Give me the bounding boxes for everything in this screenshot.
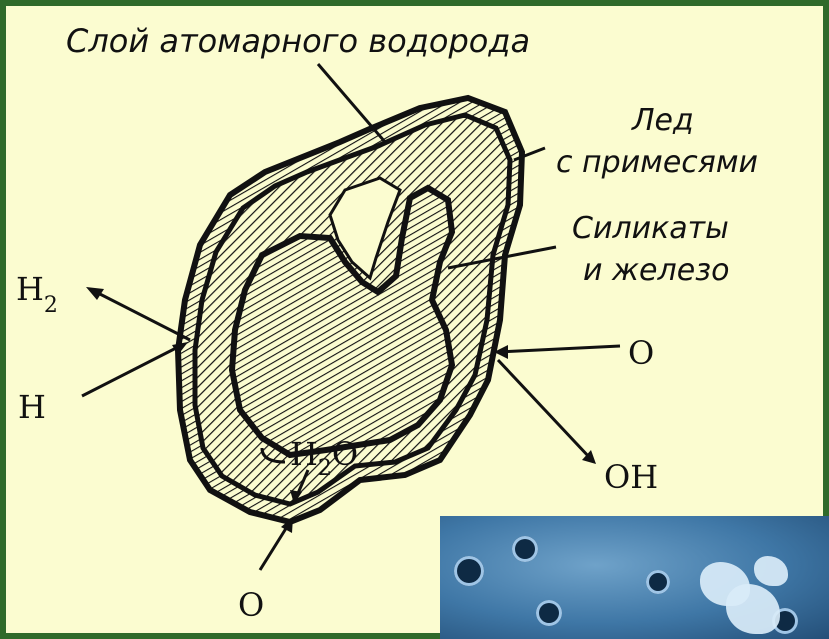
grain-cluster: [754, 556, 788, 586]
pore: [536, 600, 562, 626]
label-atomic-hydrogen: Слой атомарного водорода: [66, 22, 530, 60]
label-ice-line2: с примесями: [556, 145, 758, 180]
arrow-o-right: [498, 346, 620, 352]
label-h2: H2: [16, 270, 58, 318]
label-o-bottom: O: [238, 586, 264, 624]
label-h: H: [18, 388, 46, 426]
arrow-h2: [92, 290, 190, 340]
label-oh: OH: [604, 458, 658, 496]
arrow-oh: [498, 360, 590, 458]
leader-atomic-hydrogen: [318, 64, 385, 142]
label-o-right: O: [628, 334, 654, 372]
pore: [646, 570, 670, 594]
pore: [512, 536, 538, 562]
micrograph-photo: [440, 516, 829, 639]
arrow-h: [82, 345, 182, 396]
label-silicates-line2: и железо: [583, 253, 729, 288]
grain-cluster: [726, 584, 780, 634]
label-ice-line1: Лед: [631, 103, 694, 138]
pore: [454, 556, 484, 586]
label-silicates-line1: Силикаты: [572, 211, 729, 246]
